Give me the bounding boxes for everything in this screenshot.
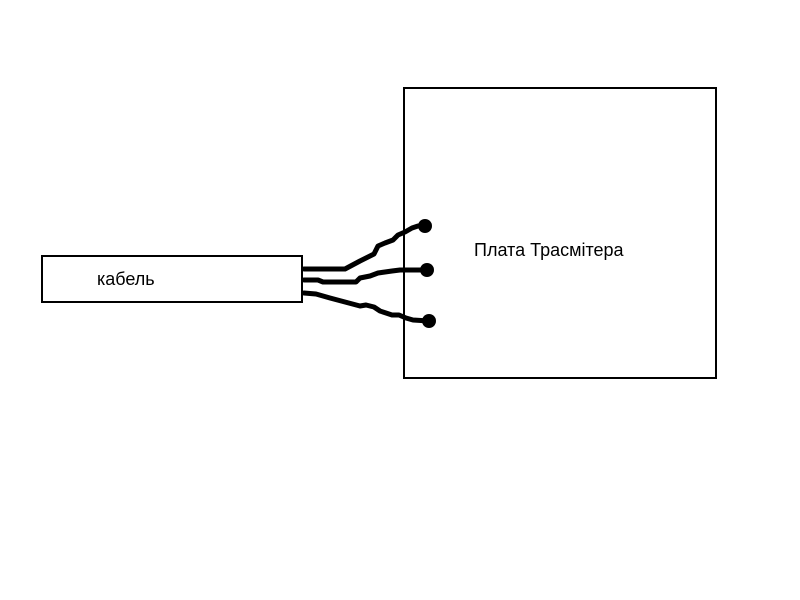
wire-middle	[301, 267, 430, 285]
terminal-top	[418, 219, 432, 233]
wire-top	[301, 223, 428, 272]
transmitter-board	[403, 87, 717, 379]
wire-bottom	[301, 290, 432, 324]
cable-label: кабель	[97, 269, 155, 289]
terminal-middle	[420, 263, 434, 277]
transmitter-board-label: Плата Трасмітера	[474, 240, 624, 260]
terminal-bottom	[422, 314, 436, 328]
cable-box	[41, 255, 303, 303]
